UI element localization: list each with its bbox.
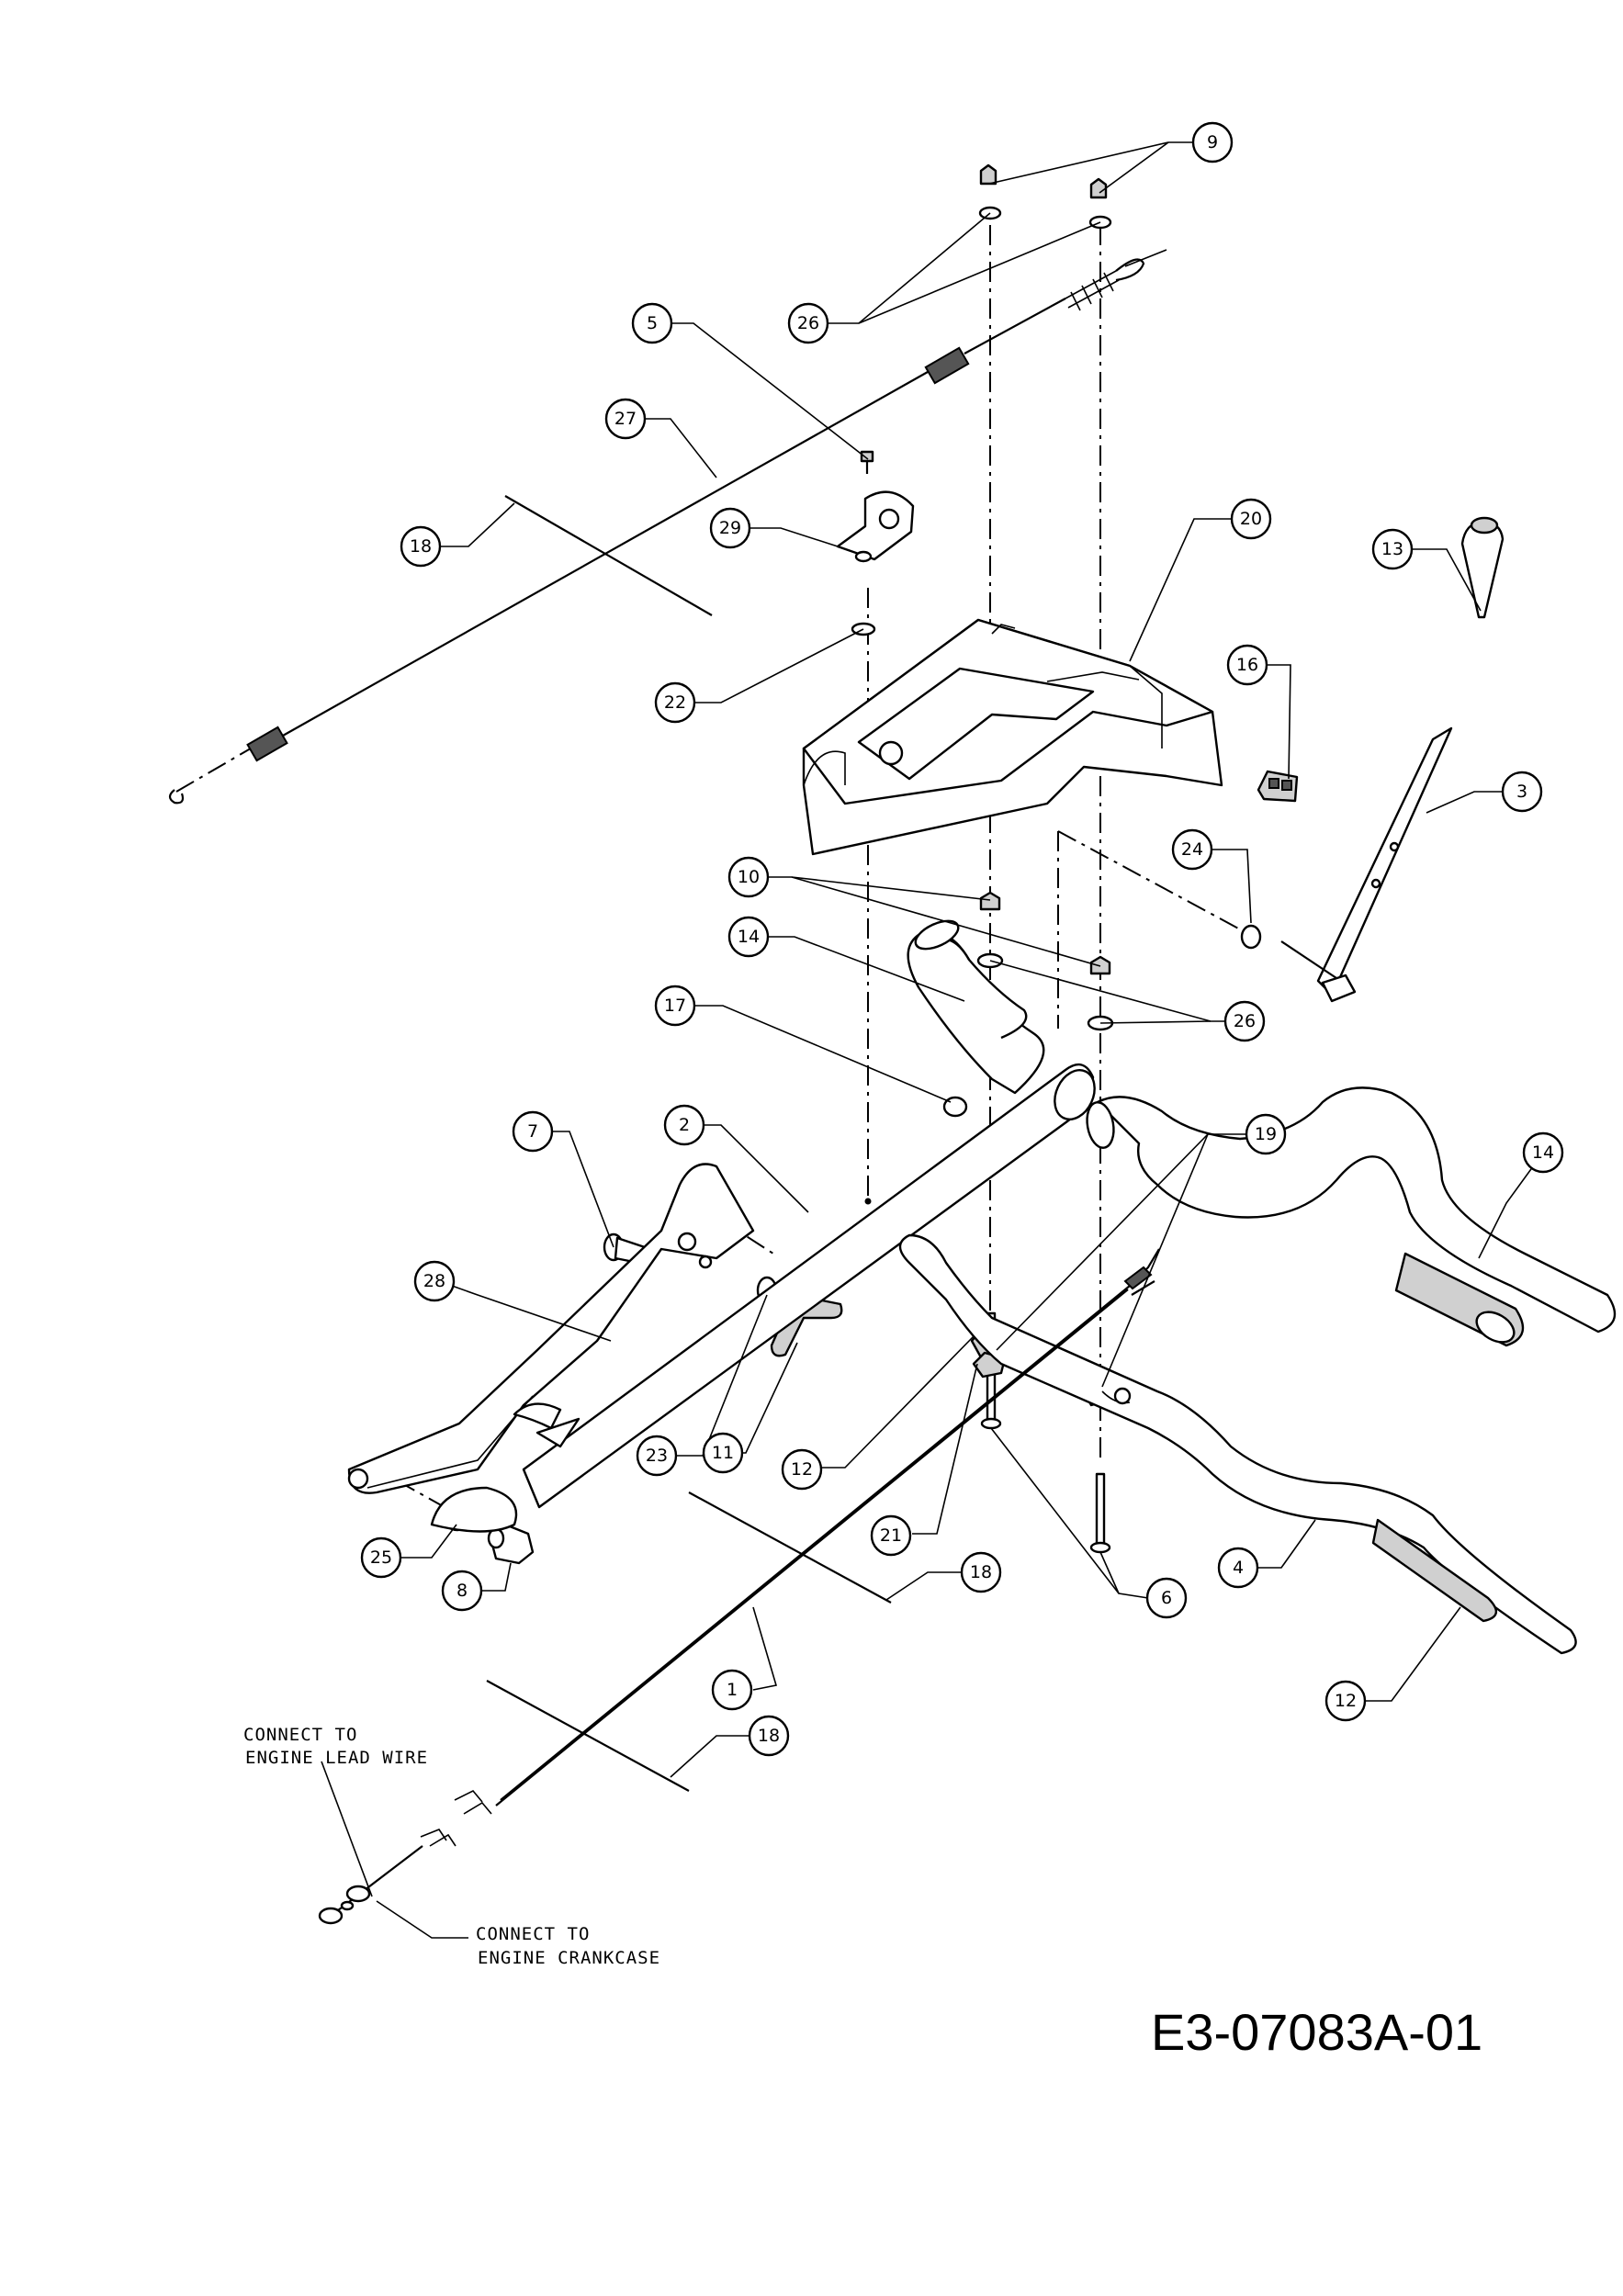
svg-text:12: 12 bbox=[1335, 1691, 1357, 1711]
callout-27: 27 bbox=[604, 398, 647, 440]
svg-text:13: 13 bbox=[1381, 539, 1403, 559]
clip-16 bbox=[1257, 770, 1299, 803]
callout-26: 26 bbox=[787, 302, 829, 344]
svg-text:16: 16 bbox=[1236, 655, 1258, 675]
svg-text:9: 9 bbox=[1207, 132, 1218, 152]
svg-text:17: 17 bbox=[664, 996, 686, 1016]
svg-text:18: 18 bbox=[970, 1562, 992, 1582]
svg-text:18: 18 bbox=[410, 536, 432, 557]
callout-3: 3 bbox=[1501, 771, 1543, 813]
svg-text:18: 18 bbox=[758, 1726, 780, 1746]
svg-text:7: 7 bbox=[527, 1121, 538, 1142]
svg-text:3: 3 bbox=[1516, 782, 1527, 802]
control-cable-27 bbox=[168, 249, 1167, 805]
callout-25: 25 bbox=[360, 1536, 402, 1579]
lead-wire-note-line1: CONNECT TO bbox=[243, 1725, 357, 1745]
svg-text:29: 29 bbox=[719, 518, 741, 538]
callout-16: 16 bbox=[1226, 644, 1268, 686]
svg-text:2: 2 bbox=[679, 1115, 690, 1135]
callout-12: 12 bbox=[1324, 1680, 1367, 1722]
lower-handle-28 bbox=[347, 1163, 755, 1494]
svg-text:20: 20 bbox=[1240, 509, 1262, 529]
svg-text:5: 5 bbox=[647, 313, 658, 333]
svg-text:25: 25 bbox=[370, 1548, 392, 1568]
callout-29: 29 bbox=[709, 507, 751, 549]
callout-17: 17 bbox=[654, 985, 696, 1027]
svg-text:26: 26 bbox=[797, 313, 819, 333]
callout-26: 26 bbox=[1223, 1000, 1266, 1042]
callout-21: 21 bbox=[870, 1514, 912, 1557]
right-handle-14b bbox=[1086, 1086, 1617, 1347]
callout-14: 14 bbox=[727, 916, 770, 958]
crankcase-note-line1: CONNECT TO bbox=[476, 1924, 590, 1944]
callout-2: 2 bbox=[663, 1104, 705, 1146]
svg-text:14: 14 bbox=[1532, 1142, 1554, 1163]
svg-text:22: 22 bbox=[664, 692, 686, 713]
svg-text:6: 6 bbox=[1161, 1588, 1172, 1608]
svg-text:4: 4 bbox=[1233, 1558, 1244, 1578]
callout-12: 12 bbox=[781, 1448, 823, 1491]
callout-18: 18 bbox=[400, 525, 442, 568]
bracket-29 bbox=[836, 490, 915, 563]
svg-text:12: 12 bbox=[791, 1459, 813, 1480]
grip-13 bbox=[1460, 516, 1505, 619]
cable-ties-18 bbox=[486, 495, 892, 1792]
handle-bar-4 bbox=[898, 1233, 1577, 1655]
svg-text:28: 28 bbox=[423, 1271, 445, 1291]
svg-text:10: 10 bbox=[738, 867, 760, 887]
callout-7: 7 bbox=[512, 1110, 554, 1153]
upper-handle-14a bbox=[907, 919, 1045, 1095]
callout-11: 11 bbox=[702, 1432, 744, 1474]
callout-18: 18 bbox=[748, 1715, 790, 1757]
callout-1: 1 bbox=[711, 1669, 753, 1711]
svg-text:24: 24 bbox=[1181, 839, 1203, 860]
svg-text:23: 23 bbox=[646, 1446, 668, 1466]
callout-22: 22 bbox=[654, 681, 696, 724]
wire-harness-1 bbox=[318, 1248, 1160, 1925]
callout-9: 9 bbox=[1191, 121, 1234, 163]
svg-text:21: 21 bbox=[880, 1525, 902, 1546]
crossbar-2 bbox=[430, 1063, 1096, 1533]
callout-6: 6 bbox=[1145, 1577, 1188, 1619]
svg-text:1: 1 bbox=[727, 1680, 738, 1700]
callout-24: 24 bbox=[1171, 828, 1213, 871]
callout-20: 20 bbox=[1230, 498, 1272, 540]
svg-text:26: 26 bbox=[1234, 1011, 1256, 1031]
lead-wire-note-line2: ENGINE LEAD WIRE bbox=[245, 1748, 428, 1768]
drawing-code: E3-07083A-01 bbox=[1151, 2003, 1482, 2061]
svg-text:8: 8 bbox=[456, 1581, 468, 1601]
callout-4: 4 bbox=[1217, 1547, 1259, 1589]
callout-10: 10 bbox=[727, 856, 770, 898]
callout-28: 28 bbox=[413, 1260, 456, 1302]
callout-13: 13 bbox=[1371, 528, 1414, 570]
callout-23: 23 bbox=[636, 1435, 678, 1477]
callout-14: 14 bbox=[1522, 1131, 1564, 1174]
crankcase-note-line2: ENGINE CRANKCASE bbox=[478, 1948, 660, 1968]
svg-text:14: 14 bbox=[738, 927, 760, 947]
leader-lines bbox=[321, 141, 1544, 1939]
callout-8: 8 bbox=[441, 1570, 483, 1612]
svg-text:19: 19 bbox=[1255, 1124, 1277, 1144]
callout-5: 5 bbox=[631, 302, 673, 344]
lever-3 bbox=[1280, 726, 1453, 1003]
svg-text:27: 27 bbox=[614, 409, 637, 429]
callout-19: 19 bbox=[1245, 1113, 1287, 1155]
callout-18: 18 bbox=[960, 1551, 1002, 1593]
svg-text:11: 11 bbox=[712, 1443, 734, 1463]
console-cover-20 bbox=[802, 618, 1223, 856]
